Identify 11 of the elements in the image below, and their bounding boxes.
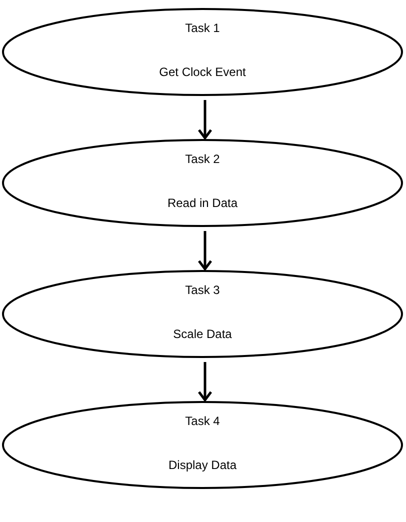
task-number: Task 3 — [185, 283, 220, 297]
arrow — [198, 231, 212, 270]
task-name: Read in Data — [167, 196, 238, 210]
task-name: Display Data — [168, 458, 237, 472]
task-number: Task 2 — [185, 152, 220, 166]
task-number: Task 4 — [185, 414, 220, 428]
arrow — [198, 362, 212, 402]
arrow — [198, 100, 212, 140]
task-name: Scale Data — [173, 327, 232, 341]
task-name: Get Clock Event — [159, 65, 246, 79]
task-number: Task 1 — [185, 21, 220, 35]
